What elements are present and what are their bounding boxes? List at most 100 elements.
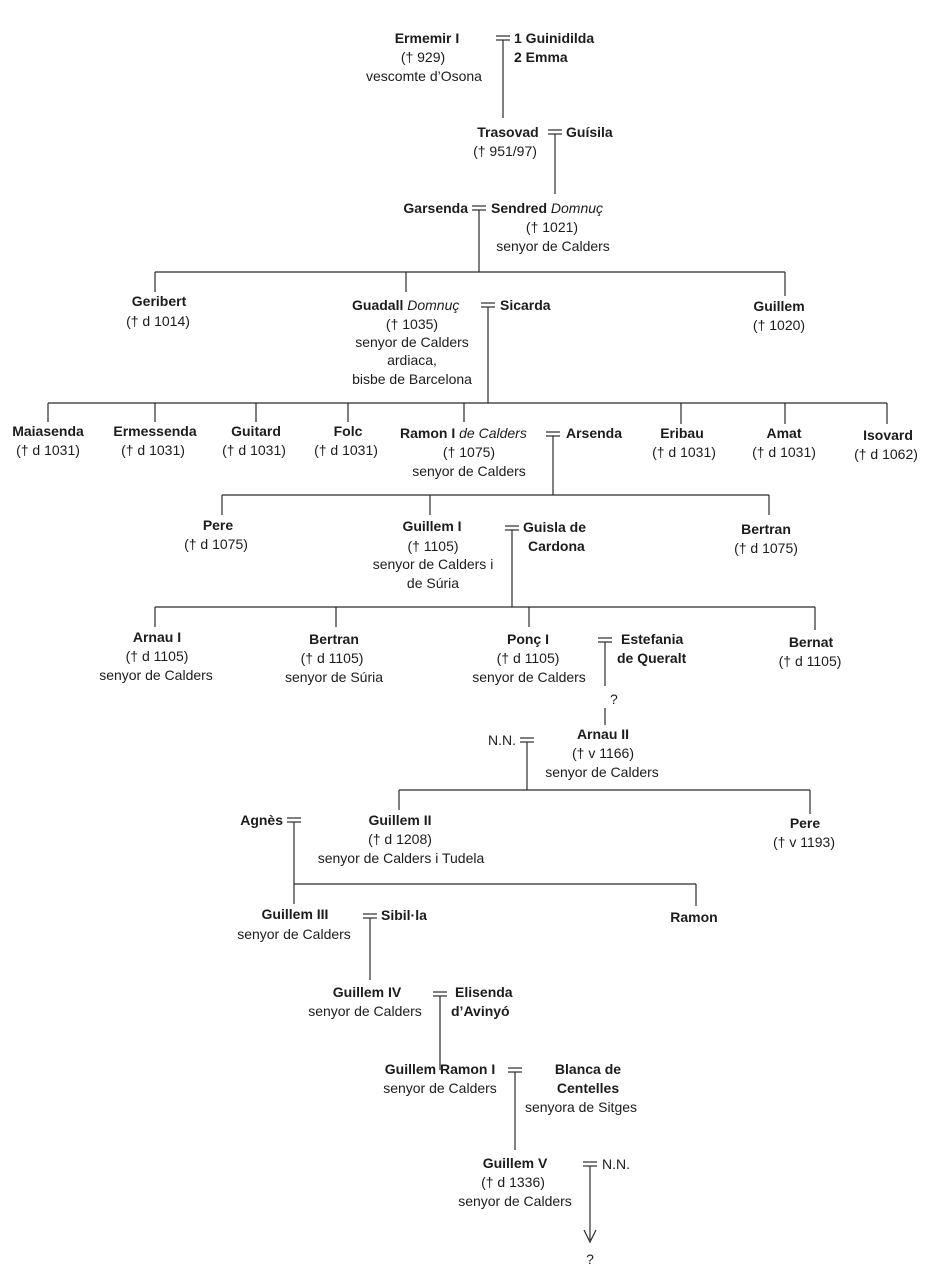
person-guillem-ii: Guillem II († d 1208) senyor de Calders … <box>318 812 485 866</box>
person-title: senyor de Súria <box>285 669 383 685</box>
person-name-2: d’Avinyó <box>451 1003 510 1019</box>
person-name: Arnau II <box>577 726 629 742</box>
person-nn-spouse-guillem-v: N.N. <box>602 1156 630 1172</box>
person-name: Trasovad <box>477 124 538 140</box>
person-title: senyor de Calders <box>412 463 526 479</box>
person-estefania-de-queralt: Estefania de Queralt <box>617 631 687 666</box>
person-dates: († 1035) <box>386 316 438 332</box>
person-sibilla: Sibil·la <box>381 907 427 923</box>
person-trasovad: Trasovad († 951/97) <box>473 124 539 159</box>
person-name: Guisla de <box>523 519 586 535</box>
person-title-2: de Súria <box>407 575 459 591</box>
person-name: Guillem III <box>262 906 329 922</box>
person-elisenda-davinyo: Elisenda d’Avinyó <box>451 984 513 1019</box>
person-ponc-i: Ponç I († d 1105) senyor de Calders <box>472 631 586 685</box>
person-name: Maiasenda <box>12 423 84 439</box>
person-name: Guillem <box>753 298 804 314</box>
person-pere-1193: Pere († v 1193) <box>773 815 835 850</box>
person-eribau: Eribau († d 1031) <box>652 425 716 460</box>
person-nn-spouse-arnau: N.N. <box>488 732 516 748</box>
person-guisila: Guísila <box>566 124 613 140</box>
person-bertran-1105: Bertran († d 1105) senyor de Súria <box>285 631 383 685</box>
person-name: Guillem IV <box>333 984 402 1000</box>
person-bertran-1075: Bertran († d 1075) <box>734 521 798 556</box>
person-guillem-v: Guillem V († d 1336) senyor de Calders <box>458 1155 572 1209</box>
person-name: Sendred Domnuç <box>491 200 603 216</box>
person-dates: († d 1031) <box>222 442 286 458</box>
person-dates: († d 1031) <box>16 442 80 458</box>
person-name-2: de Queralt <box>617 650 687 666</box>
person-dates: († 929) <box>401 49 445 65</box>
person-ermessenda: Ermessenda († d 1031) <box>113 423 196 458</box>
person-dates: († 1105) <box>407 538 458 554</box>
person-dates: († v 1166) <box>572 745 634 761</box>
person-dates: († d 1105) <box>497 650 560 666</box>
person-name: Pere <box>203 517 234 533</box>
person-title: vescomte d’Osona <box>366 68 482 84</box>
person-name: Elisenda <box>455 984 513 1000</box>
person-name: Amat <box>766 425 801 441</box>
person-arnau-ii: Arnau II († v 1166) senyor de Calders <box>545 726 659 780</box>
person-name-2: Centelles <box>557 1080 619 1096</box>
person-garsenda: Garsenda <box>403 200 468 216</box>
person-title: senyor de Calders <box>237 926 351 942</box>
person-name: Arnau I <box>133 629 181 645</box>
person-title-3: bisbe de Barcelona <box>352 371 472 387</box>
spouses-ermemir: 1 Guinidilda 2 Emma <box>514 30 594 65</box>
person-guillem-1020: Guillem († 1020) <box>753 298 805 333</box>
person-maiasenda: Maiasenda († d 1031) <box>12 423 84 458</box>
person-arnau-i: Arnau I († d 1105) senyor de Calders <box>99 629 213 683</box>
person-name: Estefania <box>621 631 683 647</box>
person-guillem-iii: Guillem III senyor de Calders <box>237 906 351 942</box>
person-name: Pere <box>790 815 821 831</box>
person-name: Ramon I de Calders <box>400 425 527 441</box>
spouse-guinidilda: 1 Guinidilda <box>514 30 594 46</box>
person-title: senyor de Calders <box>496 238 610 254</box>
person-dates: († 951/97) <box>473 143 537 159</box>
person-dates: († d 1031) <box>652 444 716 460</box>
person-name: Isovard <box>863 427 913 443</box>
person-dates: († d 1208) <box>368 831 432 847</box>
person-blanca-de-centelles: Blanca de Centelles senyora de Sitges <box>525 1061 637 1115</box>
person-title: senyor de Calders <box>458 1193 572 1209</box>
person-title: senyor de Calders <box>308 1003 422 1019</box>
person-title: senyor de Calders i Tudela <box>318 850 485 866</box>
person-title-2: ardiaca, <box>387 352 437 368</box>
person-guitard: Guitard († d 1031) <box>222 423 286 458</box>
tree-connectors <box>47 35 888 1244</box>
person-dates: († d 1031) <box>752 444 816 460</box>
person-name-2: Cardona <box>528 538 585 554</box>
person-isovard: Isovard († d 1062) <box>854 427 918 462</box>
person-name: Guillem II <box>368 812 431 828</box>
person-guisla-de-cardona: Guisla de Cardona <box>523 519 586 554</box>
person-name: Guillem Ramon I <box>385 1061 495 1077</box>
uncertain-descent-mark: ? <box>610 691 618 707</box>
person-guillem-ramon-i: Guillem Ramon I senyor de Calders <box>383 1061 497 1096</box>
person-amat: Amat († d 1031) <box>752 425 816 460</box>
person-geribert: Geribert († d 1014) <box>126 293 190 329</box>
person-dates: († d 1105) <box>301 650 364 666</box>
person-dates: († d 1062) <box>854 446 918 462</box>
person-ermemir-i: Ermemir I († 929) vescomte d’Osona <box>366 30 482 84</box>
person-name: Ermemir I <box>395 30 460 46</box>
person-dates: († v 1193) <box>773 834 835 850</box>
person-title: senyor de Calders <box>355 334 469 350</box>
person-name: Geribert <box>132 293 187 309</box>
person-name: Guillem I <box>402 518 461 534</box>
person-title: senyor de Calders <box>383 1080 497 1096</box>
person-name: Eribau <box>660 425 704 441</box>
person-guadall: Guadall Domnuç († 1035) senyor de Calder… <box>352 297 472 387</box>
person-title: senyor de Calders i <box>373 556 494 572</box>
person-dates: († d 1031) <box>121 442 185 458</box>
person-bernat: Bernat († d 1105) <box>779 634 842 669</box>
person-dates: († d 1075) <box>184 536 248 552</box>
person-ramon-i: Ramon I de Calders († 1075) senyor de Ca… <box>400 425 527 479</box>
person-dates: († d 1014) <box>126 313 190 329</box>
person-title: senyora de Sitges <box>525 1099 637 1115</box>
person-dates: († d 1336) <box>481 1174 545 1190</box>
person-dates: († d 1105) <box>779 653 842 669</box>
person-title: senyor de Calders <box>545 764 659 780</box>
person-name: Bernat <box>789 634 834 650</box>
person-name: Guadall Domnuç <box>352 297 459 313</box>
